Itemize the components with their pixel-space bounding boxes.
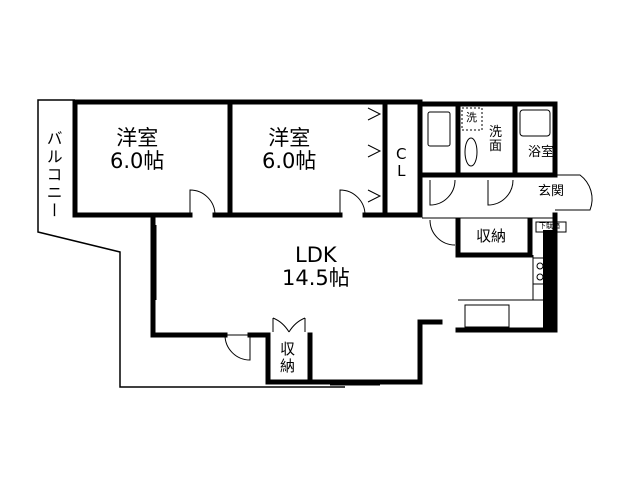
washer-label: 洗 — [466, 111, 477, 124]
ldk-storage-label: 収納 — [280, 341, 295, 374]
room-size: 6.0帖 — [110, 149, 165, 174]
room-name: 洋室 — [268, 126, 311, 150]
washroom-char: 面 — [489, 139, 503, 155]
room-size: 14.5帖 — [282, 266, 350, 291]
walls — [72, 99, 558, 385]
washroom-label: 洗面 — [489, 125, 503, 155]
entrance-label: 玄関 — [538, 184, 565, 199]
room-size: 6.0帖 — [262, 149, 317, 174]
hall-storage-label: 収納 — [476, 227, 507, 245]
balcony-label: バルコニー — [43, 130, 63, 220]
room-name: LDK — [295, 243, 337, 267]
storage-char: 納 — [280, 356, 296, 375]
wall-column — [543, 230, 557, 332]
storage-char: 収 — [280, 340, 296, 358]
washroom-char: 洗 — [489, 125, 503, 140]
closet-letter: L — [397, 161, 406, 180]
balcony-outline — [37, 99, 345, 388]
fixtures — [155, 107, 593, 386]
shoe-box-label: 下駄箱 — [539, 222, 560, 230]
room-name: 洋室 — [116, 126, 159, 150]
closet-letter: C — [396, 145, 407, 163]
bathroom-label: 浴室 — [528, 145, 555, 160]
